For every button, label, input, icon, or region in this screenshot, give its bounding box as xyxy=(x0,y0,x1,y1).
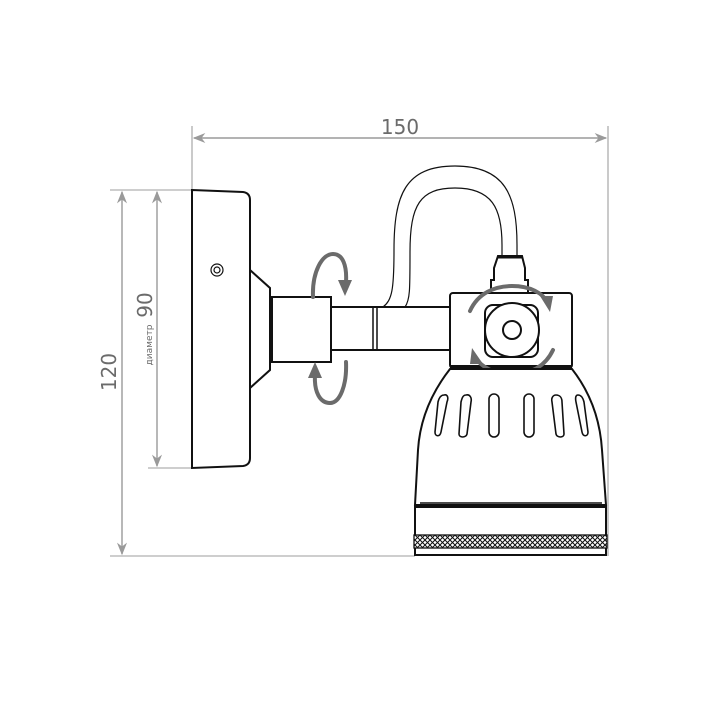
width-dimension-label: 150 xyxy=(381,115,419,139)
diameter-caption: диаметр xyxy=(145,324,155,365)
vent-slots xyxy=(434,393,589,438)
width-dimension: 150 xyxy=(191,115,609,556)
height-dimension: 120 xyxy=(97,189,415,557)
swivel-joint xyxy=(271,296,332,363)
arm xyxy=(329,306,466,351)
knurled-ring xyxy=(413,534,608,549)
diameter-dimension-label: 90 xyxy=(133,292,157,317)
mounting-screw xyxy=(210,263,224,277)
wall-plate xyxy=(191,188,251,470)
tilt-knob xyxy=(484,302,540,358)
height-dimension-label: 120 xyxy=(97,353,121,391)
rotation-arrows-tilt-icon xyxy=(468,283,555,377)
lamp-shade xyxy=(413,368,608,556)
rotation-arrows-swivel-icon xyxy=(308,251,352,406)
power-cable xyxy=(382,165,518,308)
diameter-dimension: 90 диаметр xyxy=(133,190,192,469)
base-collar xyxy=(249,267,271,391)
